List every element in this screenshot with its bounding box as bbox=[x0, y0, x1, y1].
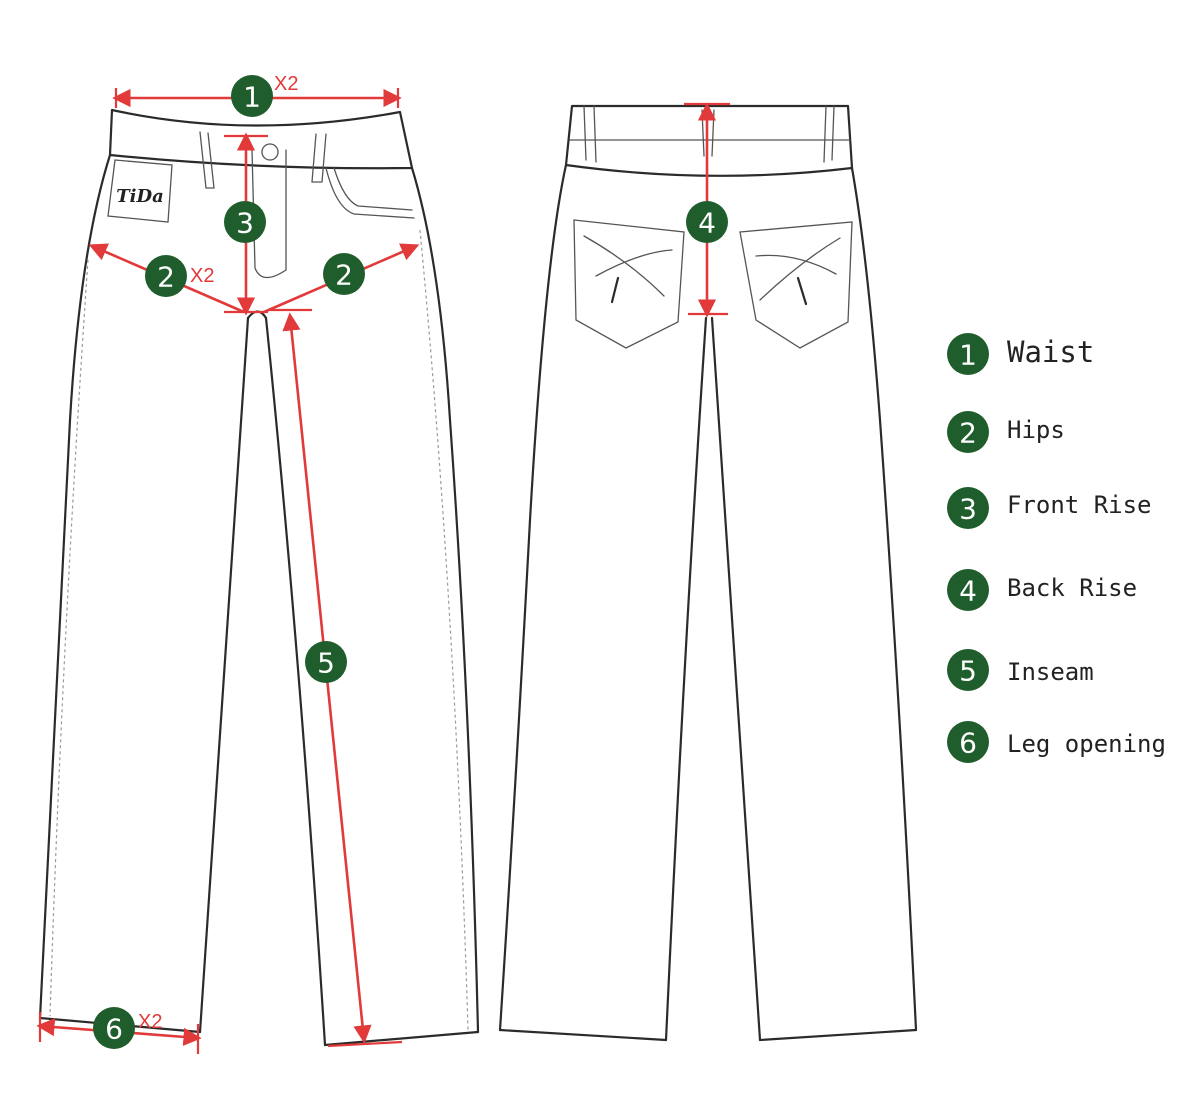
svg-text:Back Rise: Back Rise bbox=[1007, 574, 1137, 602]
svg-text:Inseam: Inseam bbox=[1007, 658, 1094, 686]
legend-item-hips: 2 Hips bbox=[947, 411, 1065, 453]
callout-badge-hips-left: 2 bbox=[145, 255, 187, 297]
svg-text:Front Rise: Front Rise bbox=[1007, 491, 1152, 519]
svg-text:3: 3 bbox=[236, 207, 254, 240]
svg-text:2: 2 bbox=[157, 261, 175, 294]
svg-text:Leg opening: Leg opening bbox=[1007, 730, 1166, 758]
callout-badge-waist: 1 bbox=[231, 75, 273, 117]
svg-text:4: 4 bbox=[698, 207, 716, 240]
front-view-pants: TiDa bbox=[38, 108, 480, 1047]
legend-item-waist: 1 Waist bbox=[947, 333, 1094, 375]
front-left-outer-edge bbox=[38, 153, 112, 1020]
back-pocket-left bbox=[573, 219, 685, 349]
front-right-inner-edge bbox=[264, 316, 327, 1047]
svg-text:2: 2 bbox=[335, 259, 353, 292]
coin-pocket bbox=[107, 159, 173, 223]
svg-text:Hips: Hips bbox=[1007, 416, 1065, 444]
back-right-hem bbox=[758, 1028, 918, 1042]
legend-item-front-rise: 3 Front Rise bbox=[947, 487, 1152, 529]
legend-item-back-rise: 4 Back Rise bbox=[947, 569, 1137, 611]
back-right-outer-edge bbox=[850, 166, 918, 1032]
callout-badge-leg-opening: 6 bbox=[93, 1007, 135, 1049]
svg-text:6: 6 bbox=[959, 727, 977, 760]
measurement-lines bbox=[36, 88, 730, 1054]
legend-item-inseam: 5 Inseam bbox=[947, 649, 1094, 691]
front-right-outer-edge bbox=[410, 166, 480, 1034]
hips-multiplier: X2 bbox=[190, 265, 214, 287]
callout-badge-back-rise: 4 bbox=[686, 201, 728, 243]
back-waistband bbox=[564, 104, 854, 177]
svg-text:2: 2 bbox=[959, 417, 977, 450]
svg-text:3: 3 bbox=[959, 493, 977, 526]
front-pocket-right bbox=[325, 167, 415, 219]
front-left-inner-edge bbox=[198, 316, 250, 1034]
svg-text:Waist: Waist bbox=[1007, 335, 1094, 369]
svg-text:5: 5 bbox=[959, 655, 977, 688]
back-left-inner-edge bbox=[664, 316, 708, 1042]
callout-badge-front-rise: 3 bbox=[224, 201, 266, 243]
svg-text:1: 1 bbox=[243, 81, 261, 114]
legend: 1 Waist 2 Hips 3 Front Rise 4 Back Rise … bbox=[947, 333, 1166, 763]
back-right-inner-edge bbox=[710, 316, 762, 1042]
pocket-logo: TiDa bbox=[116, 186, 164, 207]
back-left-outer-edge bbox=[498, 163, 568, 1032]
back-left-hem bbox=[498, 1028, 668, 1042]
svg-text:1: 1 bbox=[959, 339, 977, 372]
front-button bbox=[261, 143, 279, 161]
waist-multiplier: X2 bbox=[274, 73, 298, 95]
svg-text:4: 4 bbox=[959, 575, 977, 608]
callout-badge-inseam: 5 bbox=[305, 641, 347, 683]
legend-item-leg-opening: 6 Leg opening bbox=[947, 721, 1166, 763]
front-waistband bbox=[108, 108, 414, 170]
svg-text:6: 6 bbox=[105, 1013, 123, 1046]
svg-text:5: 5 bbox=[317, 647, 335, 680]
callout-badge-hips-right: 2 bbox=[323, 253, 365, 295]
back-pocket-right bbox=[739, 221, 853, 349]
leg-opening-multiplier: X2 bbox=[138, 1011, 162, 1033]
